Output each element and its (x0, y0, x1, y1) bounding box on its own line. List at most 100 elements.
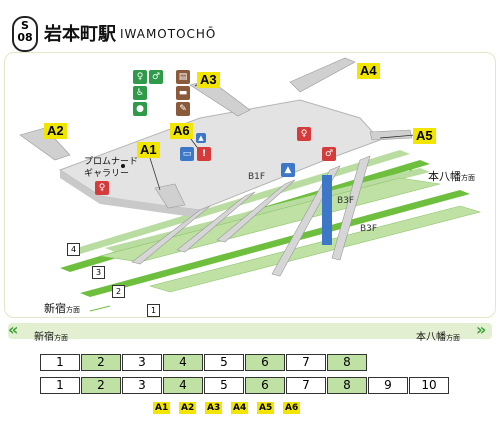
arrow-motoyawata-1-head (407, 163, 416, 172)
station-name: 岩本町駅 (44, 24, 116, 45)
car-7: 7 (286, 377, 326, 394)
train-left-direction-name: 新宿 (34, 332, 54, 343)
exit-label-a1: A1 (137, 142, 160, 158)
wheelchair-icon: ♿ (133, 86, 147, 100)
car-exit-a5: A5 (257, 402, 275, 414)
restroom-b1f-icon: ♀ (297, 127, 311, 141)
train-right-direction: 本八幡方面 (416, 328, 460, 343)
car-1: 1 (40, 377, 80, 394)
car-exit-a1: A1 (153, 402, 171, 414)
car-exit-a6: A6 (283, 402, 301, 414)
info-icon: ! (197, 147, 211, 161)
restroom-male-icon: ♂ (149, 70, 163, 84)
chevron-right-icon: » (476, 320, 487, 339)
gallery-icon: ♀ (95, 181, 109, 195)
car-5: 5 (204, 354, 244, 371)
direction-arrows (89, 163, 416, 312)
platform-b3f-b (148, 205, 482, 293)
ticket-machine-icon: ▬ (176, 86, 190, 100)
station-number-badge: S 08 (12, 16, 38, 52)
baby-room-icon: ● (133, 102, 147, 116)
direction-shinjuku-name: 新宿 (44, 302, 66, 315)
stair-2 (176, 191, 256, 253)
exit-stairways (19, 57, 413, 209)
exit-label-a4: A4 (357, 63, 380, 79)
car-9: 9 (368, 377, 408, 394)
floor-label-b3f-a: B3F (337, 196, 355, 206)
elevator-shaft (322, 175, 332, 245)
concourse-edge (60, 170, 100, 204)
train-right-direction-name: 本八幡 (416, 332, 446, 343)
track-number-1: 1 (147, 304, 160, 317)
car-4: 4 (163, 354, 203, 371)
car-2: 2 (81, 354, 121, 371)
exit-label-a6: A6 (170, 123, 193, 139)
ticket-office-icon: ▤ (176, 70, 190, 84)
stair-3 (216, 179, 296, 243)
exit-a4-stairs (289, 57, 356, 93)
direction-motoyawata-name: 本八幡 (428, 170, 461, 183)
car-3: 3 (122, 354, 162, 371)
car-2: 2 (81, 377, 121, 394)
car-10: 10 (409, 377, 449, 394)
gallery-label: ギャラリー (84, 169, 130, 179)
car-3: 3 (122, 377, 162, 394)
exit-a5-pointer (379, 134, 416, 139)
exit-a2-stairs (19, 127, 71, 161)
car-7: 7 (286, 354, 326, 371)
concourse-edge-front (100, 196, 200, 218)
promenade-dot (121, 164, 125, 168)
track-2-line (80, 190, 470, 297)
train-right-direction-suffix: 方面 (446, 334, 460, 342)
car-8: 8 (327, 354, 367, 371)
station-header: S 08 岩本町駅 IWAMOTOCHŌ (0, 0, 500, 52)
fare-adjustment-icon: ✎ (176, 102, 190, 116)
promenade-label: プロムナード (84, 157, 139, 167)
elevator-small-icon: ▲ (196, 133, 206, 143)
exit-a1-pointer (149, 157, 161, 191)
stair-5 (331, 155, 371, 261)
car-5: 5 (204, 377, 244, 394)
exit-a5-stairs (369, 129, 413, 141)
floor-label-b3f-b: B3F (360, 224, 378, 234)
elevator-icon: ▲ (281, 163, 295, 177)
station-name-roman: IWAMOTOCHŌ (120, 27, 217, 41)
direction-motoyawata-suffix: 方面 (461, 174, 475, 182)
exit-label-a3: A3 (197, 72, 220, 88)
direction-shinjuku: 新宿方面 (44, 300, 80, 316)
car-exit-a3: A3 (205, 402, 223, 414)
car-6: 6 (245, 377, 285, 394)
car-1: 1 (40, 354, 80, 371)
car-exit-a2: A2 (179, 402, 197, 414)
ticket-gate-icon: ▭ (180, 147, 194, 161)
train-direction-bar: « 新宿方面 本八幡方面 » (8, 320, 492, 343)
line-letter: S (21, 19, 29, 32)
train-left-direction: 新宿方面 (34, 328, 68, 343)
exit-label-a5: A5 (413, 128, 436, 144)
arrow-motoyawata-1 (394, 165, 416, 173)
track-number-3: 3 (92, 266, 105, 279)
track-3-line (105, 168, 430, 252)
car-8: 8 (327, 377, 367, 394)
track-number-2: 2 (112, 285, 125, 298)
station-number: 08 (17, 31, 33, 44)
direction-shinjuku-suffix: 方面 (66, 306, 80, 314)
train-direction-bar-bg (8, 323, 492, 339)
train-left-direction-suffix: 方面 (54, 334, 68, 342)
car-6: 6 (245, 354, 285, 371)
track-number-4: 4 (67, 243, 80, 256)
floor-label-b1f: B1F (248, 172, 266, 182)
exit-a1-stairs (154, 183, 186, 209)
restroom-b1f-2-icon: ♂ (322, 147, 336, 161)
restroom-icon: ♀ (133, 70, 147, 84)
exit-label-a2: A2 (44, 123, 67, 139)
car-4: 4 (163, 377, 203, 394)
station-floor-map (19, 57, 482, 312)
arrow-shinjuku-1 (89, 305, 111, 312)
stair-1 (131, 205, 211, 265)
chevron-left-icon: « (8, 320, 19, 339)
car-exit-a4: A4 (231, 402, 249, 414)
direction-motoyawata: 本八幡方面 (428, 168, 475, 184)
